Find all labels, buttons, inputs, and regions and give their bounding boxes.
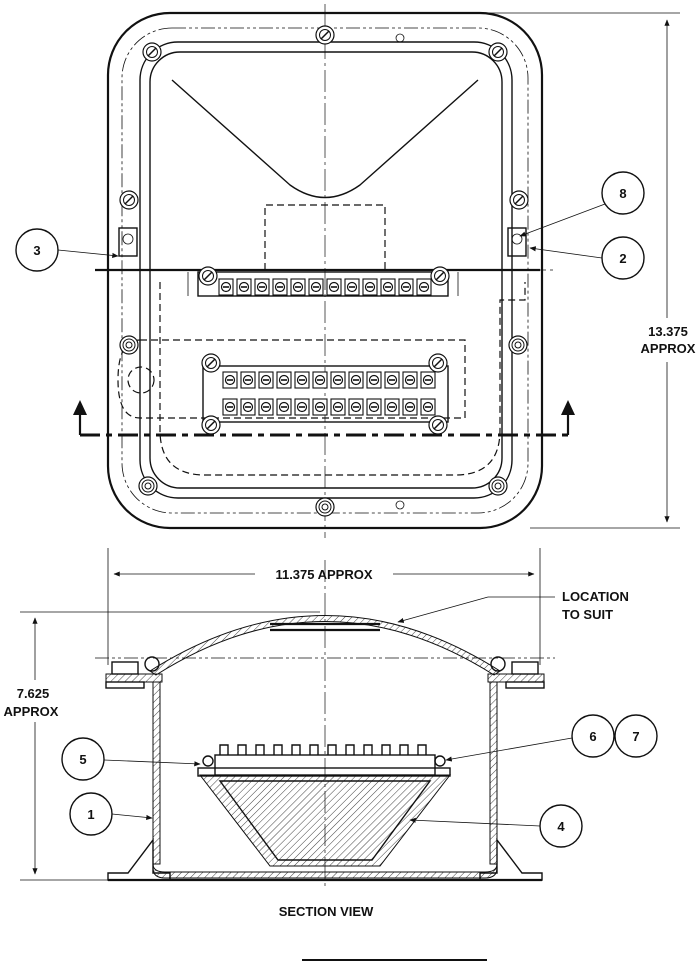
flange-screw-icon xyxy=(509,190,529,210)
foot-left xyxy=(107,837,171,881)
svg-text:6: 6 xyxy=(589,729,596,744)
rim-left xyxy=(105,673,163,683)
svg-text:8: 8 xyxy=(619,186,626,201)
section-view-label: SECTION VIEW xyxy=(279,904,374,919)
balloon-6: 6 xyxy=(445,714,615,762)
svg-text:7: 7 xyxy=(632,729,639,744)
balloon-4: 4 xyxy=(409,804,583,848)
location-note-line1: LOCATION xyxy=(562,589,629,604)
flange-screw-icon xyxy=(315,25,335,45)
balloon-3: 3 xyxy=(15,228,119,272)
balloon-2: 2 xyxy=(529,236,645,280)
balloon-1: 1 xyxy=(69,792,153,836)
section-arrow-left-icon xyxy=(73,400,87,415)
balloon-7: 7 xyxy=(614,714,658,758)
section-arrow-right-icon xyxy=(561,400,575,415)
ground-lug-left xyxy=(118,227,138,257)
svg-text:3: 3 xyxy=(33,243,40,258)
body-wall-right xyxy=(489,681,498,865)
ground-lug-right xyxy=(507,227,527,257)
plan-view xyxy=(73,4,575,538)
height-plan-value: 13.375 xyxy=(648,324,688,339)
flange-stud-icon xyxy=(138,476,158,496)
flange-stud-icon xyxy=(315,497,335,517)
height-dimension-plan: 13.375 APPROX xyxy=(480,12,696,529)
rim-right xyxy=(487,673,545,683)
height-section-unit: APPROX xyxy=(4,704,59,719)
hidden-hole xyxy=(127,366,155,394)
foot-right xyxy=(479,837,543,881)
svg-text:2: 2 xyxy=(619,251,626,266)
upper-terminal-strip xyxy=(187,266,459,297)
hidden-plate xyxy=(159,282,526,476)
svg-text:1: 1 xyxy=(87,807,94,822)
flange-stud-icon xyxy=(488,476,508,496)
terminal-comb xyxy=(219,744,427,755)
terminal-strip-section xyxy=(214,754,436,776)
height-plan-unit: APPROX xyxy=(641,341,696,356)
flange-screw-icon xyxy=(488,42,508,62)
flange-screw-icon xyxy=(142,42,162,62)
flange-stud-icon xyxy=(119,335,139,355)
hidden-bracket xyxy=(264,204,386,270)
location-note: LOCATION TO SUIT xyxy=(397,589,629,623)
svg-text:5: 5 xyxy=(79,752,86,767)
body-wall-left xyxy=(152,681,161,865)
lower-terminal-strip xyxy=(201,353,449,435)
width-value: 11.375 APPROX xyxy=(275,567,372,582)
section-view xyxy=(95,560,555,890)
flange-screw-icon xyxy=(119,190,139,210)
height-section-value: 7.625 xyxy=(17,686,50,701)
width-dimension: 11.375 APPROX xyxy=(107,548,541,665)
balloon-8: 8 xyxy=(519,171,645,237)
height-dimension-section: 7.625 APPROX xyxy=(4,611,320,881)
svg-text:4: 4 xyxy=(557,819,565,834)
location-note-line2: TO SUIT xyxy=(562,607,613,622)
balloon-5: 5 xyxy=(61,737,201,781)
flange-stud-icon xyxy=(508,335,528,355)
